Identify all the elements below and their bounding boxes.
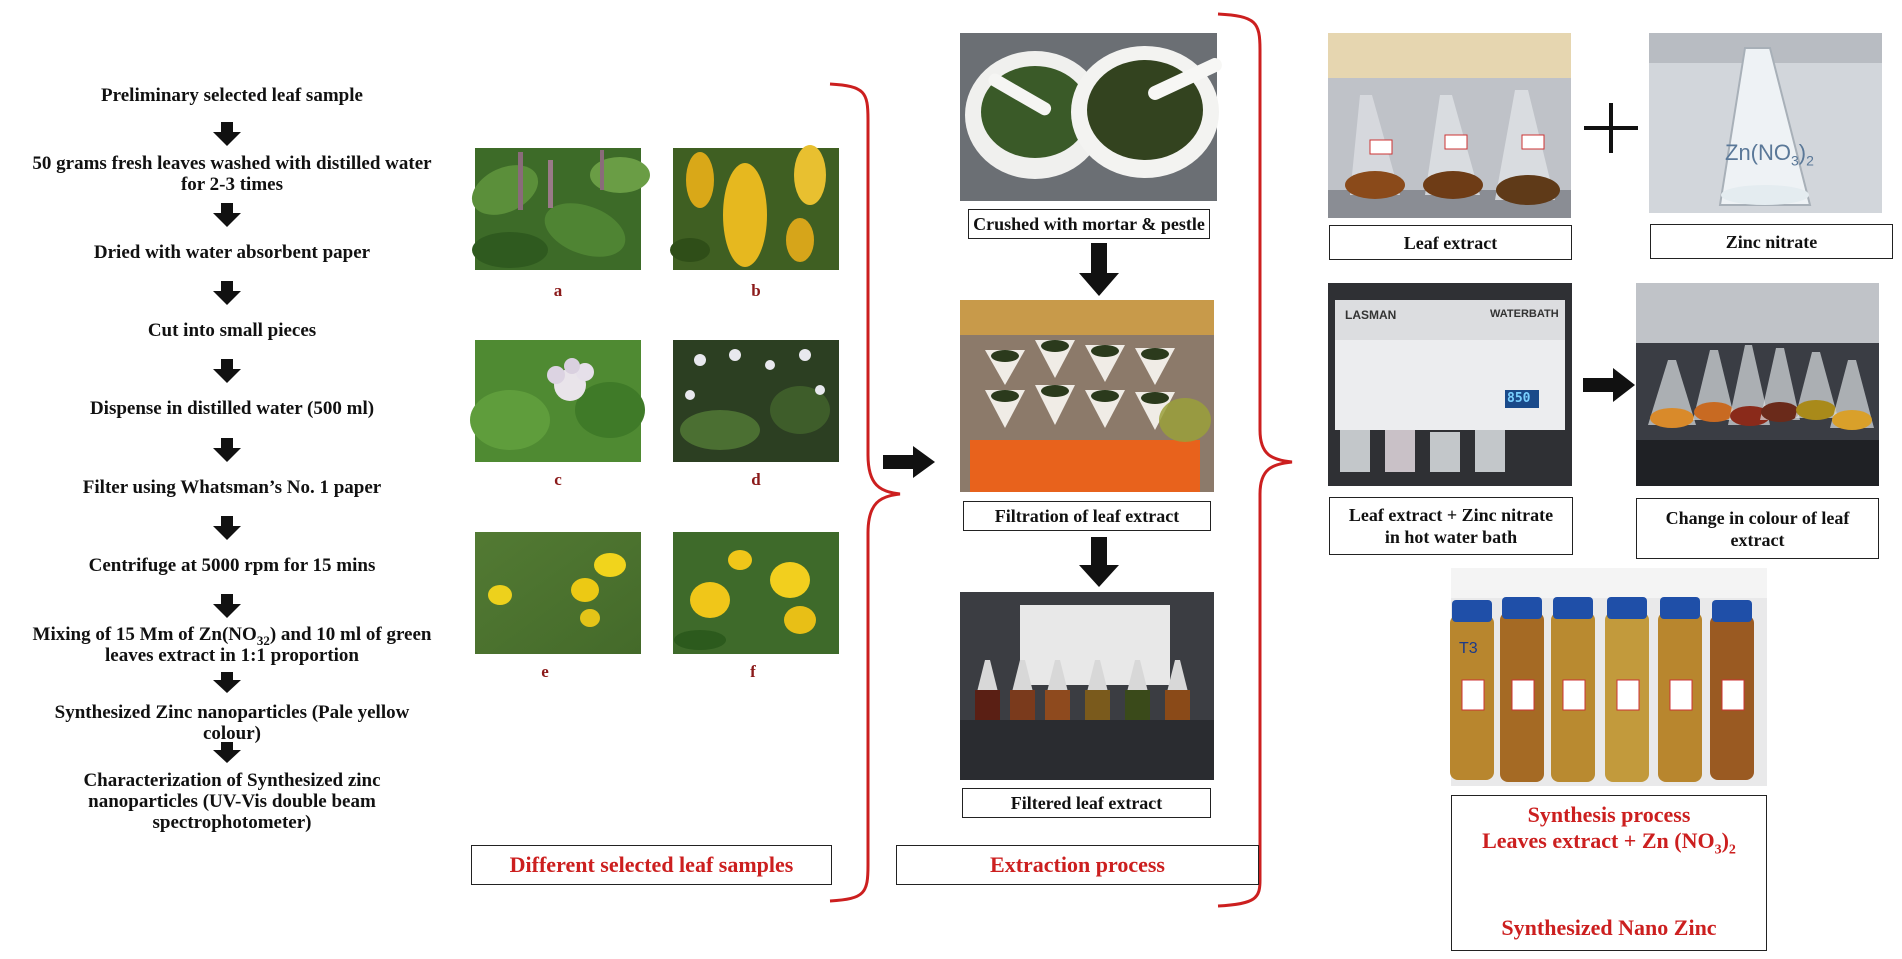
- extraction-box: Extraction process: [896, 845, 1259, 885]
- arrow-down-icon: [213, 672, 241, 693]
- step-arrows: [213, 122, 241, 763]
- flask-label: Zn(NO3)2: [1725, 140, 1814, 169]
- sample-label-c: c: [554, 470, 562, 489]
- arrow-down-icon: [213, 122, 241, 146]
- leaf-photo-b: [670, 145, 839, 270]
- arrow-down-icon: [1079, 537, 1119, 587]
- formula-sub-2: 2: [1728, 842, 1736, 858]
- right-arrow-icon: [1583, 368, 1635, 402]
- arrow-down-icon: [213, 742, 241, 763]
- filtered-extract-photo: [960, 592, 1214, 780]
- waterbath-display: 850: [1507, 391, 1531, 406]
- right-arrow-icon: [883, 446, 935, 478]
- colour-change-photo: [1636, 283, 1879, 486]
- left-brace: [829, 82, 901, 903]
- flask-sub-3: 3: [1791, 152, 1799, 169]
- arrow-down-icon: [213, 203, 241, 227]
- step-dry: Dried with water absorbent paper: [93, 242, 371, 263]
- arrow-down-icon: [213, 438, 241, 462]
- synthesis-process-formula: Leaves extract + Zn (NO3)2: [1482, 828, 1736, 858]
- leaf-extract-photo: [1328, 33, 1571, 218]
- step-char-line1: Characterization of Synthesized zinc: [83, 770, 381, 791]
- subscript-3: 3: [256, 632, 264, 648]
- step-filter: Filter using Whatsman’s No. 1 paper: [82, 477, 382, 498]
- step-char-line2: nanoparticles (UV-Vis double beam: [88, 791, 376, 812]
- arrow-down-icon: [213, 594, 241, 618]
- step-synth-line1: Synthesized Zinc nanoparticles (Pale yel…: [54, 702, 410, 723]
- leaf-photo-d: [673, 340, 839, 462]
- arrow-down-icon: [213, 359, 241, 383]
- step-wash-line1: 50 grams fresh leaves washed with distil…: [32, 153, 432, 174]
- synthesis-process-result: Synthesized Nano Zinc: [1501, 915, 1717, 941]
- filtered-caption: Filtered leaf extract: [962, 788, 1211, 818]
- crushed-caption: Crushed with mortar & pestle: [968, 209, 1210, 239]
- filtration-caption: Filtration of leaf extract: [963, 501, 1211, 531]
- sample-label-b: b: [751, 281, 761, 300]
- synthesis-process-box: Synthesis process Leaves extract + Zn (N…: [1451, 795, 1767, 951]
- step-preliminary: Preliminary selected leaf sample: [101, 85, 363, 106]
- flask-sub-2: 2: [1806, 152, 1814, 169]
- step-centrifuge: Centrifuge at 5000 rpm for 15 mins: [88, 555, 376, 576]
- leaf-extract-caption: Leaf extract: [1329, 225, 1572, 260]
- extraction-arrows: [1079, 243, 1119, 587]
- step-char-line3: spectrophotometer): [152, 812, 312, 833]
- plus-icon: [1584, 103, 1638, 153]
- sample-label-f: f: [750, 662, 756, 681]
- centrifuge-tubes-photo: [1450, 568, 1767, 786]
- arrow-down-icon: [213, 516, 241, 540]
- water-bath-photo: [1328, 283, 1572, 486]
- sample-label-a: a: [553, 281, 563, 300]
- waterbath-brand: LASMAN: [1345, 308, 1397, 322]
- subscript-2: 2: [263, 632, 270, 648]
- filtration-photo: [960, 300, 1214, 492]
- step-mixing-line2: leaves extract in 1:1 proportion: [105, 645, 359, 666]
- leaf-photo-f: [673, 532, 839, 654]
- arrow-down-icon: [213, 281, 241, 305]
- formula-sub-3: 3: [1714, 842, 1722, 858]
- synthesis-process-title: Synthesis process: [1527, 802, 1691, 827]
- sample-label-e: e: [541, 662, 549, 681]
- arrow-down-icon: [1079, 243, 1119, 296]
- leaf-samples-box: Different selected leaf samples: [471, 845, 832, 885]
- waterbath-text: WATERBATH: [1490, 308, 1559, 320]
- leaf-photo-e: [475, 532, 641, 654]
- step-mixing-line1: Mixing of 15 Mm of Zn(NO32) and 10 ml of…: [32, 624, 432, 648]
- step-synth-line2: colour): [202, 723, 262, 744]
- mortar-pestle-photo: [960, 33, 1222, 201]
- tube-label: T3: [1459, 640, 1478, 657]
- step-dispense: Dispense in distilled water (500 ml): [89, 398, 375, 419]
- zinc-nitrate-photo: [1649, 33, 1882, 213]
- zinc-nitrate-caption: Zinc nitrate: [1650, 224, 1893, 259]
- step-wash-line2: for 2-3 times: [180, 174, 283, 195]
- step-cut: Cut into small pieces: [147, 320, 317, 341]
- leaf-photo-a: [471, 148, 650, 270]
- right-brace: [1217, 12, 1293, 908]
- sample-label-d: d: [751, 470, 761, 489]
- leaf-photo-c: [470, 340, 645, 462]
